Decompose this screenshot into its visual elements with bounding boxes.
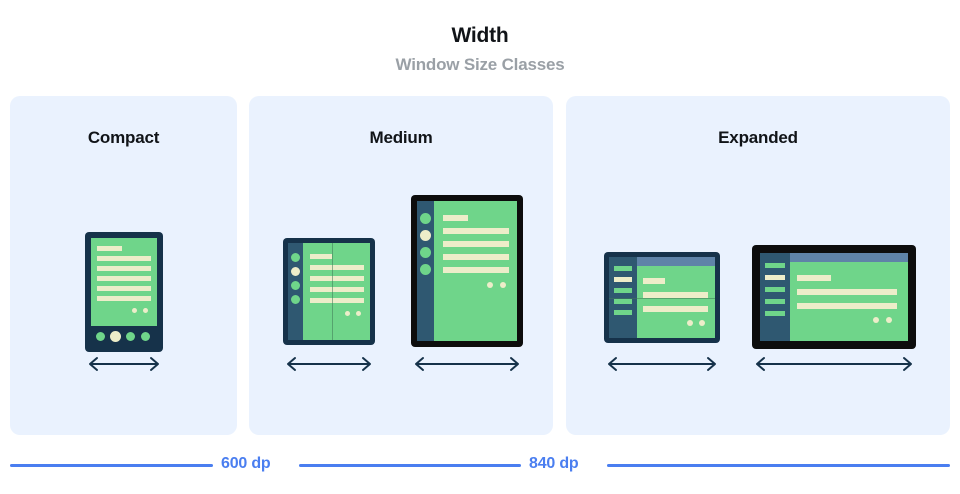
content-dot: [699, 320, 705, 326]
content-bar: [443, 215, 468, 221]
content-dot: [132, 308, 137, 313]
width-arrow-medium-tablet: [411, 355, 523, 373]
device-foldable-portrait: [283, 238, 375, 345]
rail-bar: [614, 288, 632, 293]
rail-dot: [291, 295, 300, 304]
device-foldable-landscape: [604, 252, 720, 343]
content-bar: [97, 246, 122, 251]
rail-dot: [420, 213, 431, 224]
nav-dot-active: [110, 331, 121, 342]
width-arrow-medium-foldable: [283, 355, 375, 373]
rail-bar: [614, 266, 632, 271]
content-bar: [310, 265, 364, 270]
measure-label-600dp: 600 dp: [221, 455, 271, 472]
panel-title-expanded: Expanded: [718, 128, 798, 147]
device-tablet-portrait: [411, 195, 523, 347]
content-bar: [310, 254, 332, 259]
measure-line-middle: [299, 464, 521, 467]
panel-medium: Medium: [249, 96, 553, 435]
content-bar: [97, 266, 151, 271]
content-bar: [310, 276, 364, 281]
content-bar: [97, 286, 151, 291]
content-bar: [443, 241, 509, 247]
nav-dot: [96, 332, 105, 341]
content-dot: [687, 320, 693, 326]
content-bar: [797, 303, 897, 309]
rail-dot: [291, 253, 300, 262]
fold-seam: [332, 243, 333, 340]
panel-title-compact: Compact: [87, 128, 160, 147]
fold-seam: [609, 298, 715, 299]
navigation-rail: [760, 253, 790, 341]
rail-dot: [291, 281, 300, 290]
panel-compact: Compact: [10, 96, 237, 435]
app-top-bar: [790, 253, 908, 262]
content-bar: [443, 228, 509, 234]
rail-bar: [765, 263, 785, 268]
content-bar: [310, 287, 364, 292]
rail-dot: [420, 264, 431, 275]
content-dot: [356, 311, 361, 316]
content-bar: [97, 256, 151, 261]
phone-bottom-nav: [91, 326, 157, 346]
content-dot: [143, 308, 148, 313]
app-top-bar: [637, 257, 715, 266]
foldable-screen: [288, 243, 370, 340]
navigation-rail: [288, 243, 303, 340]
rail-dot-active: [291, 267, 300, 276]
rail-dot: [420, 247, 431, 258]
page-title: Width: [451, 24, 509, 47]
content-bar: [443, 254, 509, 260]
rail-dot-active: [420, 230, 431, 241]
content-bar: [443, 267, 509, 273]
content-dot: [886, 317, 892, 323]
panel-title-medium: Medium: [369, 128, 433, 147]
device-desktop: [752, 245, 916, 349]
width-arrow-expanded-desktop: [752, 355, 916, 373]
content-bar: [97, 276, 151, 281]
content-bar: [797, 289, 897, 295]
measure-line-left: [10, 464, 213, 467]
rail-bar: [765, 311, 785, 316]
content-dot: [500, 282, 506, 288]
content-bar: [797, 275, 831, 281]
content-bar: [643, 292, 708, 298]
phone-screen: [91, 238, 157, 326]
navigation-rail: [417, 201, 434, 341]
content-dot: [345, 311, 350, 316]
rail-bar-active: [765, 275, 785, 280]
width-arrow-expanded-foldable: [604, 355, 720, 373]
content-dot: [873, 317, 879, 323]
rail-bar: [614, 310, 632, 315]
content-bar: [643, 278, 665, 284]
rail-bar: [765, 299, 785, 304]
nav-dot: [141, 332, 150, 341]
desktop-screen: [760, 253, 908, 341]
page-subtitle: Window Size Classes: [395, 55, 565, 74]
rail-bar-active: [614, 277, 632, 282]
device-phone: [85, 232, 163, 352]
measure-label-840dp: 840 dp: [529, 455, 579, 472]
navigation-rail: [609, 257, 637, 338]
content-bar: [643, 306, 708, 312]
tablet-screen: [417, 201, 517, 341]
content-bar: [310, 298, 364, 303]
foldable-screen: [609, 257, 715, 338]
rail-bar: [614, 299, 632, 304]
width-arrow-compact: [85, 355, 163, 373]
breakpoint-scale: 600 dp 840 dp: [0, 455, 960, 477]
panel-expanded: Expanded: [566, 96, 950, 435]
content-bar: [97, 296, 151, 301]
nav-dot: [126, 332, 135, 341]
rail-bar: [765, 287, 785, 292]
content-dot: [487, 282, 493, 288]
measure-line-right: [607, 464, 950, 467]
